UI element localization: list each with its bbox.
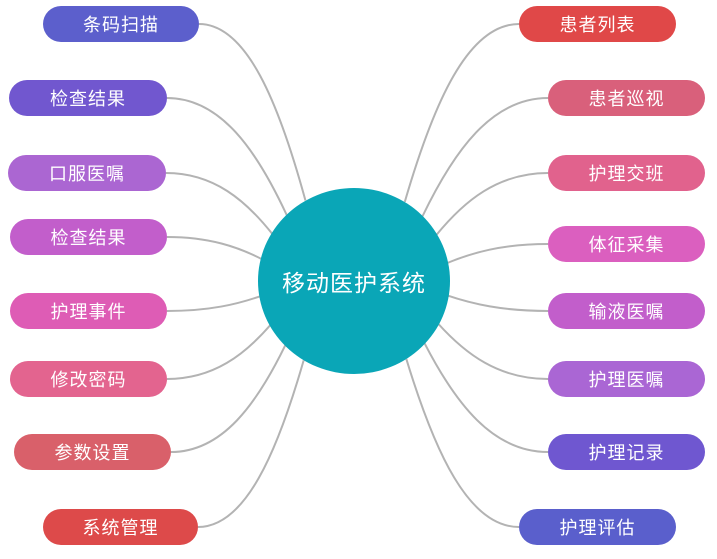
left-connector-2	[166, 97, 288, 216]
right-node-2-label: 患者巡视	[588, 89, 665, 110]
right-connector-7	[423, 342, 549, 453]
right-node-8: 护理评估	[519, 509, 676, 545]
right-node-1: 患者列表	[519, 6, 676, 42]
right-node-7-label: 护理记录	[588, 443, 665, 464]
left-connector-7	[170, 344, 287, 453]
right-node-8-label: 护理评估	[559, 518, 636, 539]
right-connector-3	[435, 172, 549, 236]
right-node-4: 体征采集	[548, 226, 705, 262]
right-node-5: 输液医嘱	[548, 293, 705, 329]
left-connector-8	[197, 360, 305, 528]
right-connector-8	[405, 358, 520, 528]
center-node-label: 移动医护系统	[282, 271, 426, 297]
left-node-2: 检查结果	[9, 80, 167, 116]
right-node-7: 护理记录	[548, 434, 705, 470]
center-node: 移动医护系统	[258, 188, 450, 374]
left-node-6-label: 修改密码	[50, 370, 127, 391]
left-node-3: 口服医嘱	[8, 155, 166, 191]
left-node-4-label: 检查结果	[50, 228, 127, 249]
right-node-4-label: 体征采集	[588, 235, 665, 256]
left-node-7: 参数设置	[14, 434, 171, 470]
right-node-2: 患者巡视	[548, 80, 705, 116]
left-node-6: 修改密码	[10, 361, 167, 397]
right-node-3: 护理交班	[548, 155, 705, 191]
left-node-1-label: 条码扫描	[83, 15, 159, 36]
right-connector-5	[446, 294, 549, 312]
right-connector-1	[403, 23, 520, 203]
right-node-6: 护理医嘱	[548, 361, 705, 397]
right-node-1-label: 患者列表	[559, 15, 636, 36]
left-node-4: 检查结果	[10, 219, 167, 255]
left-connector-1	[198, 23, 307, 201]
left-node-7-label: 参数设置	[54, 443, 131, 464]
left-connector-4	[166, 236, 263, 261]
left-connector-6	[166, 323, 272, 380]
left-node-2-label: 检查结果	[50, 89, 126, 110]
right-node-6-label: 护理医嘱	[588, 370, 665, 391]
right-node-3-label: 护理交班	[588, 164, 665, 185]
right-connector-6	[437, 322, 549, 380]
left-node-3-label: 口服医嘱	[49, 164, 125, 185]
left-node-5: 护理事件	[10, 293, 167, 329]
left-connector-5	[166, 294, 262, 312]
left-node-8: 系统管理	[43, 509, 198, 545]
right-connector-4	[445, 243, 549, 265]
left-node-5-label: 护理事件	[50, 302, 127, 323]
right-node-5-label: 输液医嘱	[588, 302, 665, 323]
right-connector-2	[421, 97, 549, 217]
left-node-8-label: 系统管理	[82, 518, 159, 539]
left-node-1: 条码扫描	[43, 6, 199, 42]
left-connector-3	[165, 172, 274, 235]
